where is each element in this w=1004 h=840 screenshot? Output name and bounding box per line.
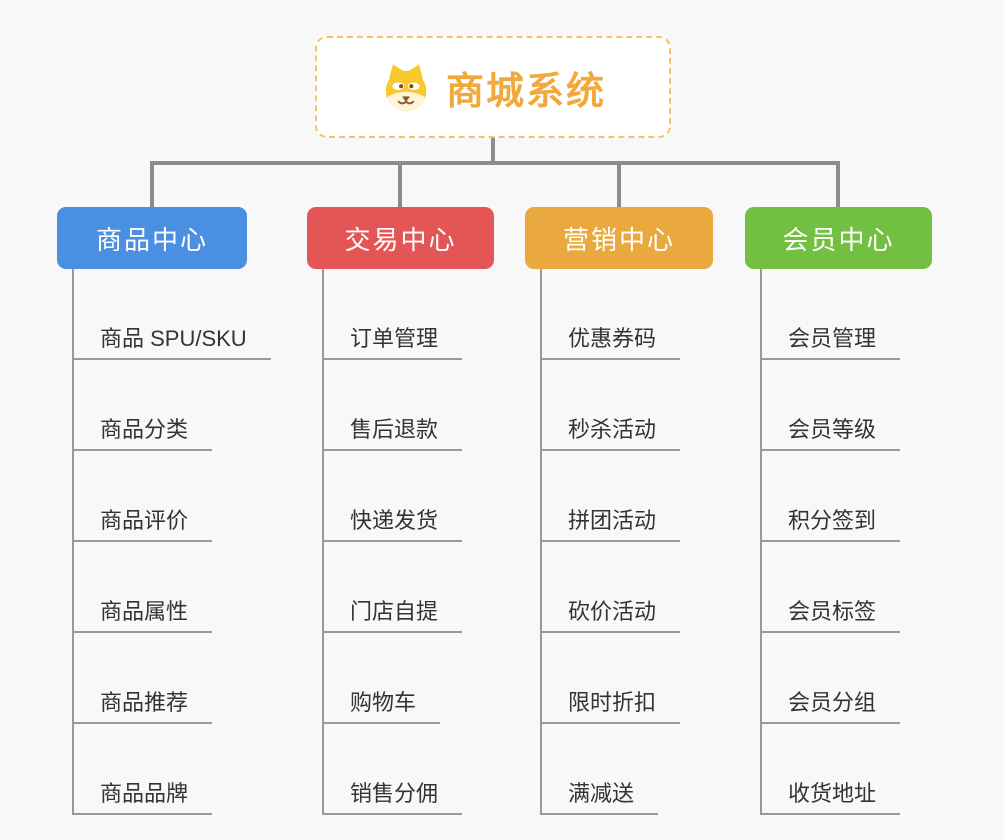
child-node[interactable]: 快递发货	[324, 451, 463, 542]
branch-children-member-center: 会员管理 会员等级 积分签到 会员标签 会员分组 收货地址	[760, 269, 932, 815]
child-node[interactable]: 秒杀活动	[542, 360, 681, 451]
branch-children-marketing-center: 优惠券码 秒杀活动 拼团活动 砍价活动 限时折扣 满减送	[540, 269, 713, 815]
child-node[interactable]: 商品推荐	[74, 633, 213, 724]
child-node[interactable]: 积分签到	[762, 451, 901, 542]
child-node[interactable]: 销售分佣	[324, 724, 463, 815]
branch-marketing-center: 营销中心 优惠券码 秒杀活动 拼团活动 砍价活动 限时折扣 满减送	[525, 207, 713, 815]
child-node[interactable]: 购物车	[324, 633, 441, 724]
child-node[interactable]: 售后退款	[324, 360, 463, 451]
connector-drop-member	[836, 163, 840, 208]
connector-drop-trade	[398, 163, 402, 208]
connector-drop-marketing	[617, 163, 621, 208]
branch-children-product-center: 商品 SPU/SKU 商品分类 商品评价 商品属性 商品推荐 商品品牌	[72, 269, 271, 815]
connector-horizontal	[150, 161, 840, 165]
branch-member-center: 会员中心 会员管理 会员等级 积分签到 会员标签 会员分组 收货地址	[745, 207, 932, 815]
connector-root-stem	[491, 138, 495, 164]
child-node[interactable]: 商品评价	[74, 451, 213, 542]
child-node[interactable]: 会员标签	[762, 542, 901, 633]
connector-drop-product	[150, 163, 154, 208]
branch-node-member-center[interactable]: 会员中心	[745, 207, 932, 269]
root-node[interactable]: 商城系统	[315, 36, 671, 138]
branch-node-product-center[interactable]: 商品中心	[57, 207, 247, 269]
child-node[interactable]: 满减送	[542, 724, 659, 815]
child-node[interactable]: 商品 SPU/SKU	[74, 269, 271, 360]
branch-product-center: 商品中心 商品 SPU/SKU 商品分类 商品评价 商品属性 商品推荐 商品品牌	[57, 207, 271, 815]
child-node[interactable]: 砍价活动	[542, 542, 681, 633]
child-node[interactable]: 商品品牌	[74, 724, 213, 815]
branch-node-trade-center[interactable]: 交易中心	[307, 207, 494, 269]
child-node[interactable]: 拼团活动	[542, 451, 681, 542]
child-node[interactable]: 商品属性	[74, 542, 213, 633]
dog-icon	[380, 61, 432, 113]
child-node[interactable]: 会员分组	[762, 633, 901, 724]
child-node[interactable]: 收货地址	[762, 724, 901, 815]
child-node[interactable]: 商品分类	[74, 360, 213, 451]
branch-children-trade-center: 订单管理 售后退款 快递发货 门店自提 购物车 销售分佣	[322, 269, 494, 815]
child-node[interactable]: 会员管理	[762, 269, 901, 360]
branch-node-marketing-center[interactable]: 营销中心	[525, 207, 713, 269]
child-node[interactable]: 限时折扣	[542, 633, 681, 724]
child-node[interactable]: 订单管理	[324, 269, 463, 360]
branch-trade-center: 交易中心 订单管理 售后退款 快递发货 门店自提 购物车 销售分佣	[307, 207, 494, 815]
root-title: 商城系统	[445, 70, 606, 113]
child-node[interactable]: 门店自提	[324, 542, 463, 633]
child-node[interactable]: 优惠券码	[542, 269, 681, 360]
child-node[interactable]: 会员等级	[762, 360, 901, 451]
